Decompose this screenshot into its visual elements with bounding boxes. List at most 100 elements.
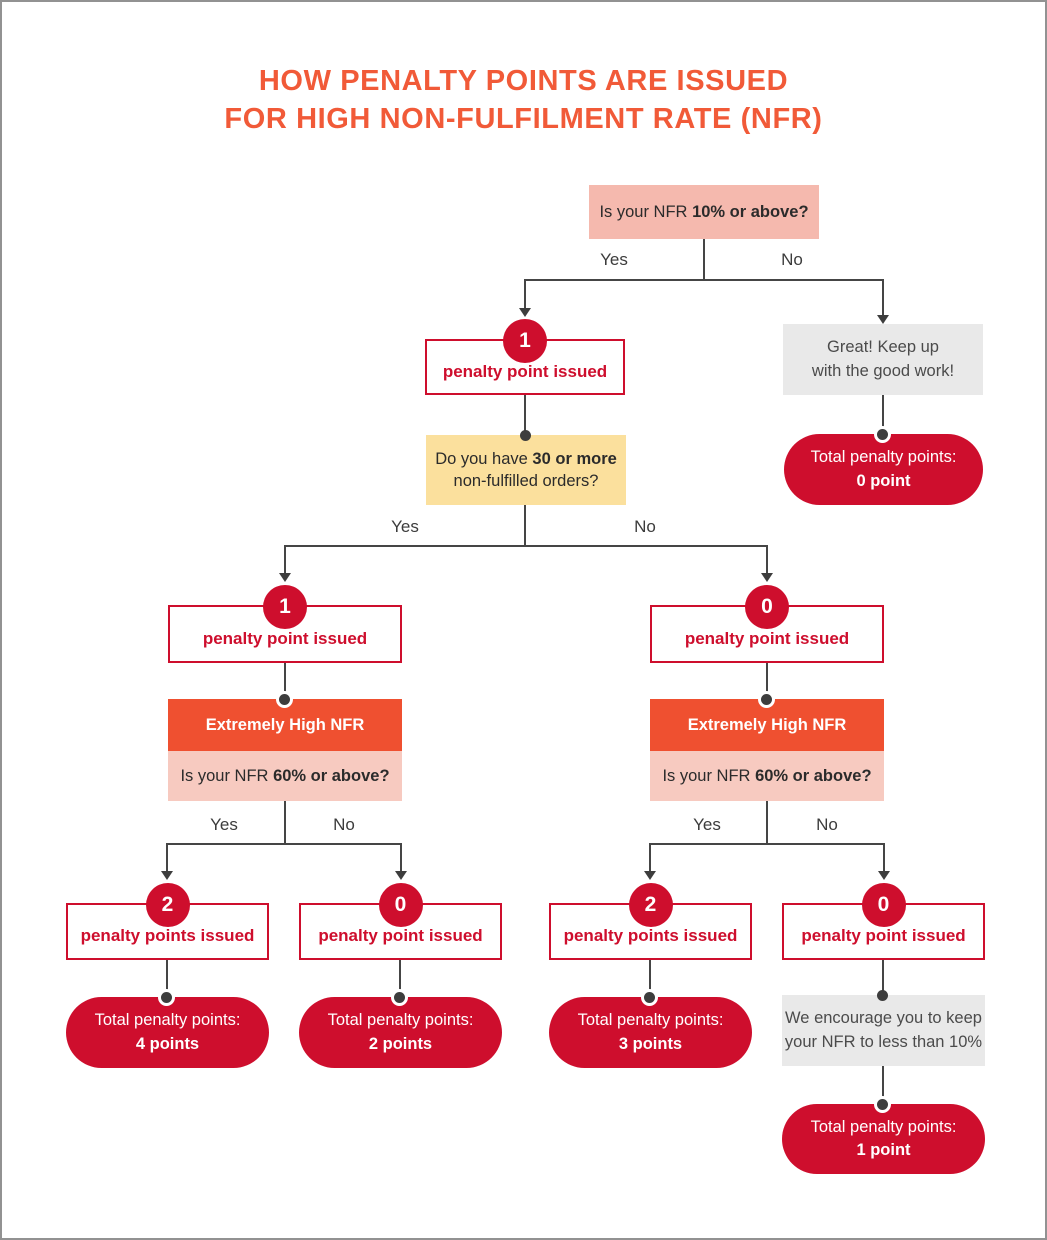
question-text-bold: 60% or above? [273, 766, 390, 785]
penalty-label: penalty points issued [80, 926, 255, 945]
node-penalty-issued-rl: 2 penalty points issued [549, 883, 752, 960]
total-points-value: 2 points [368, 1034, 433, 1053]
question-nfr-10: Is your NFR 10% or above? [589, 185, 819, 239]
question-nfr-60-text: Is your NFR 60% or above? [662, 767, 871, 786]
connector-line [284, 545, 286, 573]
connector-line [284, 801, 286, 844]
arrow-down-icon [279, 573, 291, 582]
connector-line [766, 663, 768, 699]
branch-label-yes: Yes [391, 517, 419, 536]
connector-line [882, 279, 884, 315]
encourage-line2: your NFR to less than 10% [784, 1032, 983, 1051]
branch-label-no: No [333, 815, 355, 834]
ehn-header-text: Extremely High NFR [687, 715, 847, 734]
connector-line [524, 279, 526, 309]
arrow-down-icon [878, 871, 890, 880]
arrow-down-icon [395, 871, 407, 880]
ehn-header-text: Extremely High NFR [205, 715, 365, 734]
branch-label-no: No [634, 517, 656, 536]
page-title-line1: HOW PENALTY POINTS ARE ISSUED [258, 65, 789, 97]
node-total-2-points: Total penalty points: 2 points [299, 997, 502, 1068]
total-points-label: Total penalty points: [810, 448, 957, 467]
branch-label-yes: Yes [210, 815, 238, 834]
great-message-text: Great! Keep up with the good work! [812, 336, 954, 382]
node-total-1-point: Total penalty points: 1 point [782, 1104, 985, 1174]
branch-label-no: No [781, 250, 803, 269]
question-nfr-60-text: Is your NFR 60% or above? [180, 767, 389, 786]
connector-line [882, 1066, 884, 1104]
penalty-label: penalty point issued [801, 926, 966, 945]
connector-dot [877, 990, 888, 1001]
question-nfr-60-right: Is your NFR 60% or above? [650, 751, 884, 801]
penalty-label: penalty point issued [202, 628, 368, 648]
great-line1: Great! Keep up [827, 338, 939, 357]
connector-line [703, 239, 705, 279]
penalty-count-badge: 2 [145, 883, 190, 927]
node-ehn-header-right: Extremely High NFR [650, 699, 884, 751]
node-great-message: Great! Keep up with the good work! [783, 324, 983, 395]
total-points-value: 0 point [856, 471, 911, 490]
connector-line [766, 545, 768, 573]
connector-line [649, 843, 651, 871]
question-text-bold: 10% or above? [692, 202, 809, 221]
question-text-bold: 60% or above? [755, 766, 872, 785]
great-line2: with the good work! [811, 361, 955, 380]
total-points-label: Total penalty points: [327, 1011, 474, 1030]
question-text: Is your NFR [180, 766, 274, 785]
connector-line [649, 843, 885, 845]
penalty-label: penalty point issued [318, 926, 483, 945]
connector-line [524, 505, 526, 546]
question-text: Is your NFR [599, 202, 693, 221]
node-penalty-issued-lr: 0 penalty point issued [299, 883, 502, 960]
penalty-count-badge: 0 [378, 883, 423, 927]
connector-dot [279, 694, 290, 705]
connector-line [166, 960, 168, 997]
penalty-count-badge: 1 [503, 319, 547, 363]
connector-dot [877, 1099, 888, 1110]
node-ehn-header-left: Extremely High NFR [168, 699, 402, 751]
penalty-count-badge: 0 [861, 883, 906, 927]
arrow-down-icon [161, 871, 173, 880]
connector-dot [161, 992, 172, 1003]
arrow-down-icon [644, 871, 656, 880]
penalty-count-badge: 1 [263, 585, 307, 629]
total-points-value: 3 points [618, 1034, 683, 1053]
penalty-label: penalty point issued [442, 361, 608, 381]
total-points-label: Total penalty points: [94, 1011, 241, 1030]
encourage-line1: We encourage you to keep [785, 1009, 982, 1028]
total-points-value: 4 points [135, 1034, 200, 1053]
question-text: Do you have [435, 449, 533, 468]
total-points-label: Total penalty points: [810, 1117, 957, 1136]
connector-dot [644, 992, 655, 1003]
branch-label-yes: Yes [600, 250, 628, 269]
connector-line [284, 663, 286, 699]
connector-line [649, 960, 651, 995]
connector-line [166, 843, 168, 871]
connector-dot [877, 429, 888, 440]
node-penalty-issued-rr: 0 penalty point issued [782, 883, 985, 960]
branch-label-yes: Yes [693, 815, 721, 834]
question-nfr-10-text: Is your NFR 10% or above? [599, 201, 808, 223]
connector-line [284, 545, 768, 547]
penalty-count-badge: 2 [628, 883, 673, 927]
connector-line [524, 279, 884, 281]
connector-dot [761, 694, 772, 705]
arrow-down-icon [877, 315, 889, 324]
connector-line [882, 395, 884, 434]
question-text-bold: 30 or more [532, 449, 617, 468]
penalty-label: penalty point issued [684, 628, 850, 648]
penalty-label: penalty points issued [563, 926, 738, 945]
branch-label-no: No [816, 815, 838, 834]
node-penalty-issued-ll: 2 penalty points issued [66, 883, 269, 960]
connector-dot [520, 430, 531, 441]
connector-line [166, 843, 402, 845]
arrow-down-icon [761, 573, 773, 582]
question-nfr-60-left: Is your NFR 60% or above? [168, 751, 402, 801]
connector-line [400, 843, 402, 871]
question-text: Is your NFR [662, 766, 756, 785]
node-penalty-issued-left: 1 penalty point issued [168, 585, 402, 663]
